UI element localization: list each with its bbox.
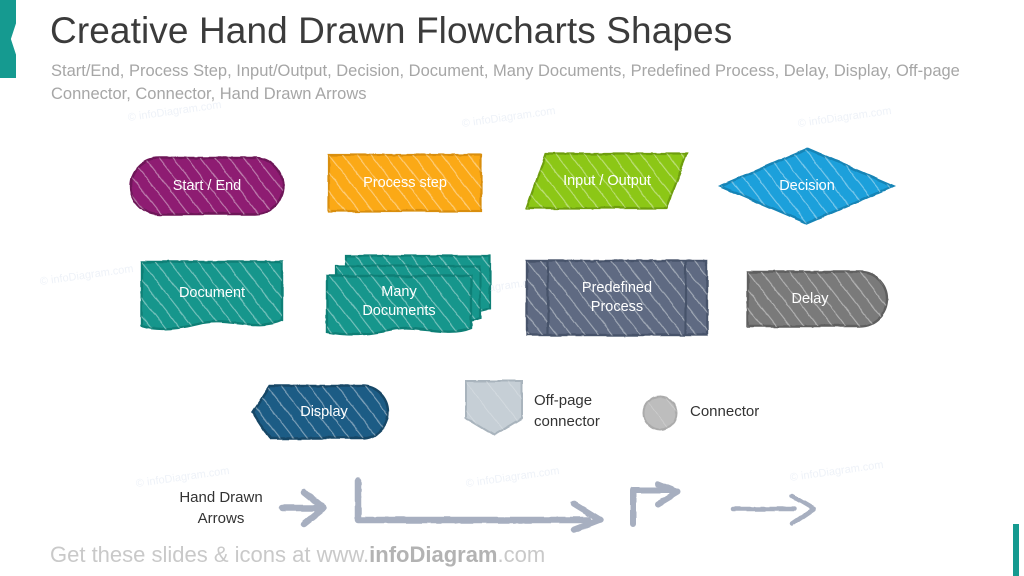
shape-input-output[interactable]: Input / Output xyxy=(524,150,690,212)
shape-connector-label: Connector xyxy=(690,403,760,420)
footer-prefix: Get these slides & icons at www. xyxy=(50,542,370,567)
watermark: © infoDiagram.com xyxy=(39,262,135,288)
right-accent-bar xyxy=(1013,524,1019,576)
shape-many-documents[interactable]: Many Documents xyxy=(324,252,494,342)
hand-drawn-arrows-caption-line1: Hand Drawn xyxy=(179,489,263,506)
shape-decision[interactable]: Decision xyxy=(717,146,897,226)
shape-off-page-connector[interactable] xyxy=(462,378,526,438)
shape-document[interactable]: Document xyxy=(138,258,286,336)
arrow-vertical-bar-icon[interactable] xyxy=(700,481,712,529)
hand-drawn-arrows-caption-line2: Arrows xyxy=(197,510,245,527)
shape-off-page-connector-label-line1: Off-page xyxy=(534,392,593,409)
shape-predefined-process[interactable]: Predefined Process xyxy=(524,258,710,338)
hand-drawn-arrows-caption: Hand Drawn Arrows xyxy=(166,487,276,529)
page-subtitle: Start/End, Process Step, Input/Output, D… xyxy=(51,62,960,103)
watermark: © infoDiagram.com xyxy=(789,458,885,484)
arrow-bent-up-right-icon[interactable] xyxy=(628,481,684,528)
watermark: © infoDiagram.com xyxy=(461,104,557,130)
arrow-elbow-long-icon[interactable] xyxy=(352,477,612,534)
footer-text: Get these slides & icons at www.infoDiag… xyxy=(50,542,545,568)
page-title: Creative Hand Drawn Flowcharts Shapes xyxy=(50,10,733,51)
shape-off-page-connector-label: Off-page connector xyxy=(534,390,644,432)
shape-off-page-connector-label-line2: connector xyxy=(534,413,600,430)
footer-suffix: .com xyxy=(497,542,546,567)
shape-delay[interactable]: Delay xyxy=(744,268,892,330)
shape-start-end[interactable]: Start / End xyxy=(128,155,286,217)
watermark: © infoDiagram.com xyxy=(797,104,893,130)
footer-brand: infoDiagram xyxy=(369,542,498,567)
left-accent-bar xyxy=(0,0,16,78)
shape-process-step[interactable]: Process step xyxy=(326,152,484,214)
shape-display[interactable]: Display xyxy=(250,383,390,441)
arrow-chevron-right-icon[interactable] xyxy=(278,486,334,530)
arrow-thin-line-icon[interactable] xyxy=(730,492,820,528)
shape-connector[interactable] xyxy=(641,394,679,432)
